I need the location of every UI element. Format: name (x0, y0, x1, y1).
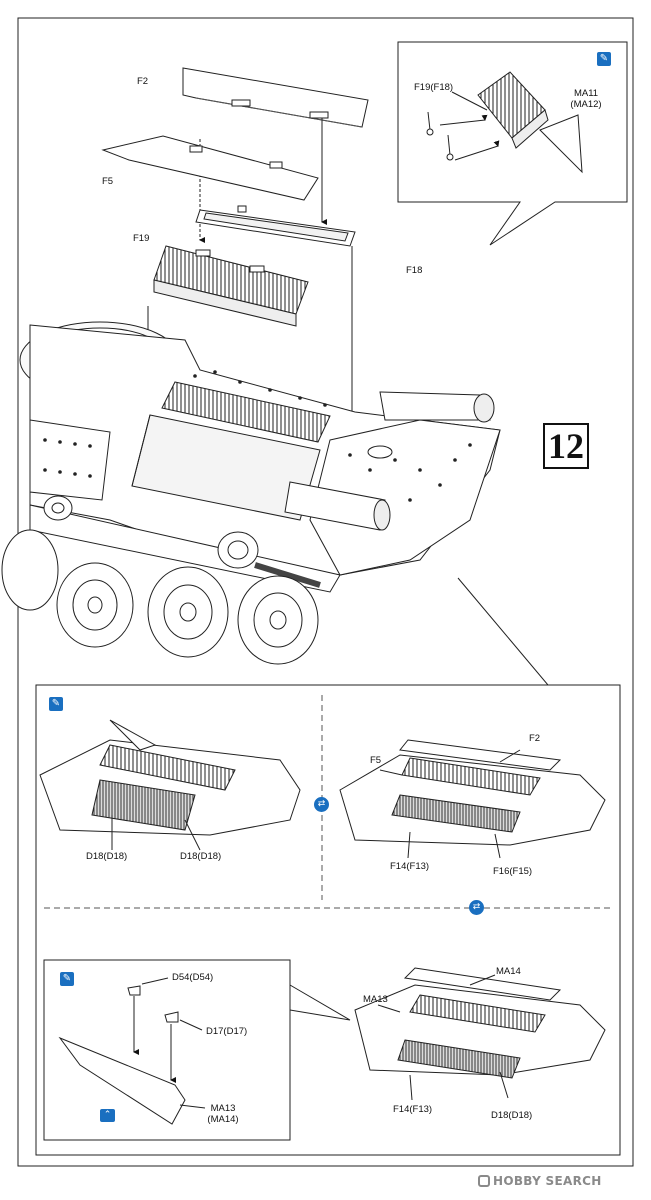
suspension (1, 495, 341, 665)
panel-d-label-f14: F14(F13) (393, 1104, 433, 1115)
inset-label-ma11: MA11 (573, 88, 599, 99)
leader-line (451, 91, 488, 111)
leader-line (184, 819, 201, 851)
panel-a-label-right: D18(D18) (180, 851, 222, 862)
leader-line (409, 1074, 413, 1101)
part-f18-frame (195, 205, 356, 247)
leader-line (494, 833, 501, 859)
part-f2-plate (182, 67, 369, 128)
label-f5: F5 (102, 176, 114, 187)
panel-c-label-ma13: MA13 (210, 1103, 236, 1114)
guide-line (454, 140, 500, 161)
leader-line (499, 749, 521, 763)
leader-line (377, 1004, 401, 1013)
label-f2: F2 (137, 76, 149, 87)
label-f18: F18 (406, 265, 423, 276)
inset-pins (426, 111, 454, 161)
panel-b-label-f16: F16(F15) (493, 866, 533, 877)
step-number: 12 (543, 423, 589, 469)
guide-line (439, 114, 488, 126)
part-f19-grille (153, 245, 309, 327)
alternate-option-icon: ⇄ (469, 900, 484, 915)
hull-assembly (19, 321, 501, 576)
flip-view-icon: ⌃ (100, 1109, 115, 1122)
panel-c-label-ma14: (MA14) (207, 1114, 239, 1125)
label-f19: F19 (133, 233, 150, 244)
leader-line (179, 1019, 203, 1031)
leader-line (407, 831, 411, 859)
leader-line (499, 1071, 509, 1099)
panel-b-label-f2: F2 (529, 733, 541, 744)
watermark: HOBBY SEARCH (478, 1174, 602, 1188)
panel-a-label-left: D18(D18) (86, 851, 128, 862)
lower-option-frame (35, 684, 621, 1156)
panel-c-label-d17: D17(D17) (206, 1026, 248, 1037)
leader-line (179, 1104, 206, 1109)
panel-d-label-ma13: MA13 (363, 994, 388, 1005)
watermark-logo-icon (478, 1175, 490, 1187)
panel-b-drawing (339, 739, 606, 846)
leader-line (379, 769, 403, 776)
inset-label-f19-f18: F19(F18) (414, 82, 454, 93)
panel-b-label-f14: F14(F13) (390, 861, 430, 872)
panel-c-callout (289, 984, 351, 1021)
panel-d-drawing (354, 967, 606, 1079)
leader-line (469, 974, 496, 986)
part-f5-plate (101, 135, 319, 201)
panel-a-drawing (39, 719, 301, 836)
inset-grille-part (477, 71, 549, 149)
panel-c-frame (43, 959, 291, 1141)
panel-d-label-d18: D18(D18) (491, 1110, 533, 1121)
info-icon: ✎ (49, 697, 63, 711)
info-icon: ✎ (60, 972, 74, 986)
panel-b-label-f5: F5 (370, 755, 382, 766)
info-icon: ✎ (597, 52, 611, 66)
watermark-text: HOBBY SEARCH (493, 1174, 602, 1188)
panel-d-label-ma14: MA14 (496, 966, 521, 977)
panel-c-label-d54: D54(D54) (172, 972, 214, 983)
detail-inset-frame (397, 41, 628, 246)
alternate-option-icon: ⇄ (314, 797, 329, 812)
inset-label-ma12: (MA12) (570, 99, 602, 110)
panel-c-drawing (58, 985, 186, 1125)
rivets (43, 370, 472, 502)
leader-line (141, 977, 169, 985)
inset-ma11-plate (539, 114, 583, 174)
